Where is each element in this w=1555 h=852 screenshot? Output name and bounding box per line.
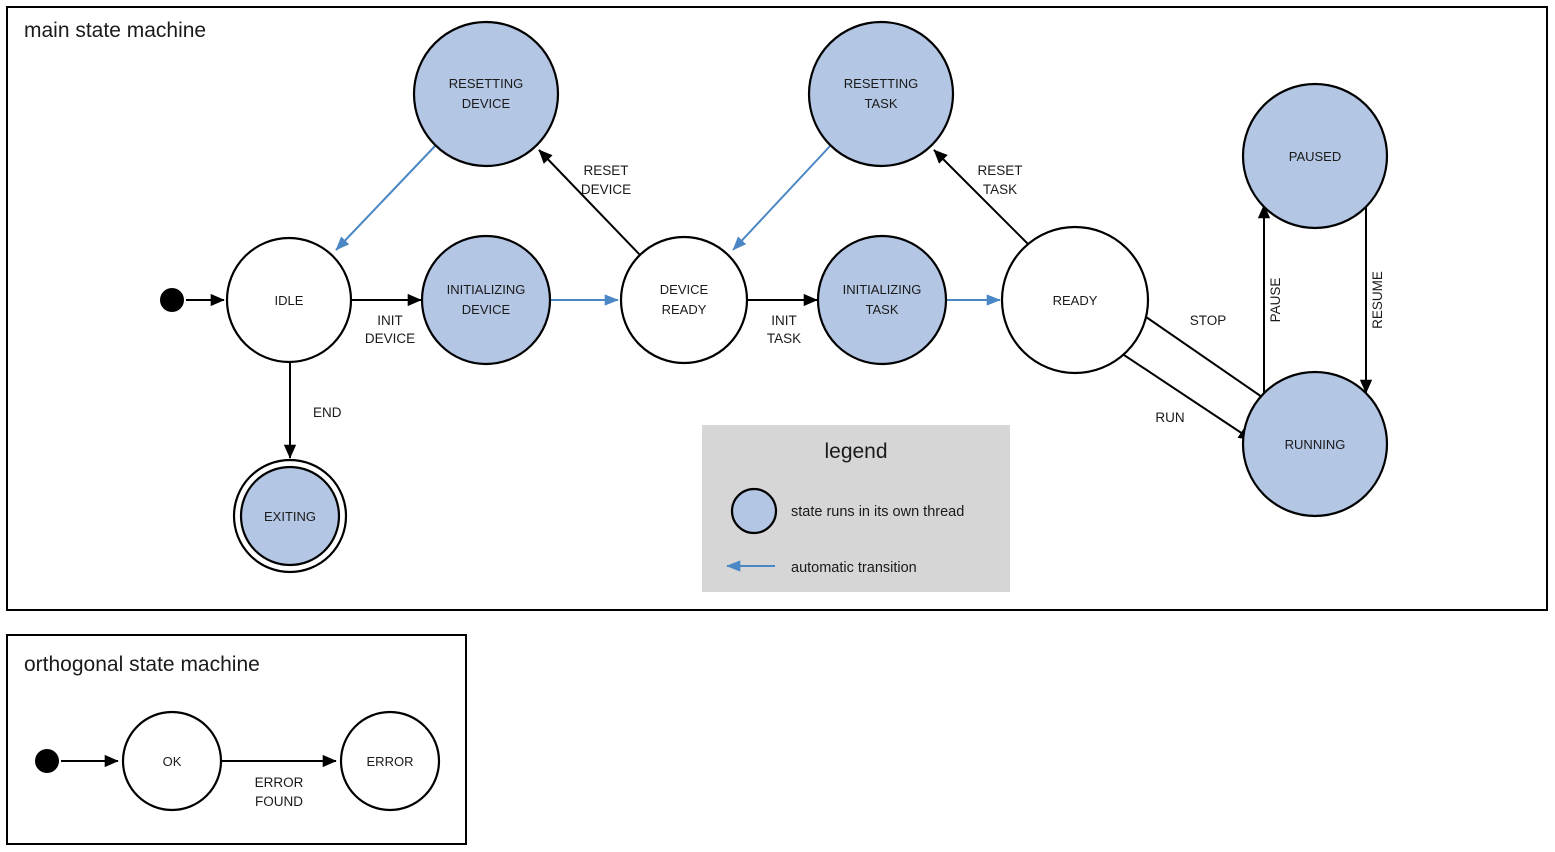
state-node-device-ready[interactable]: DEVICE READY — [619, 235, 749, 365]
initial-state-dot-orthogonal — [35, 749, 59, 773]
initial-state-dot-main — [160, 288, 184, 312]
transition-label-reset-device-line1: RESET — [583, 163, 628, 178]
main-frame-title: main state machine — [24, 19, 206, 42]
transition-label-resume: RESUME — [1370, 271, 1385, 329]
state-label-device-ready-line1: DEVICE — [660, 282, 709, 297]
state-label-resetting-task-line2: TASK — [865, 96, 898, 111]
transition-label-reset-task-line1: RESET — [977, 163, 1022, 178]
state-label-initializing-task-line2: TASK — [866, 302, 899, 317]
state-label-initializing-device-line2: DEVICE — [462, 302, 511, 317]
transition-label-init-device-line2: DEVICE — [365, 331, 415, 346]
state-label-exiting: EXITING — [264, 509, 316, 524]
legend-thread-state-swatch — [730, 487, 778, 535]
state-label-initializing-task-line1: INITIALIZING — [843, 282, 922, 297]
edge-device-ready-to-resetting-device — [538, 149, 642, 257]
transition-label-error-found-line2: FOUND — [255, 794, 303, 809]
transition-label-stop: STOP — [1190, 313, 1227, 328]
legend: legend state runs in its own thread auto… — [702, 425, 1010, 592]
transition-label-reset-device-line2: DEVICE — [581, 182, 631, 197]
state-label-running: RUNNING — [1285, 437, 1346, 452]
state-label-idle: IDLE — [275, 293, 304, 308]
legend-auto-transition-text: automatic transition — [791, 560, 917, 576]
state-node-resetting-device[interactable]: RESETTING DEVICE — [412, 20, 560, 168]
transition-label-reset-task-line2: TASK — [983, 182, 1017, 197]
edge-ready-to-resetting-task — [933, 149, 1038, 254]
edge-resetting-task-to-device-ready — [732, 144, 832, 251]
transition-label-init-task-line2: TASK — [767, 331, 801, 346]
state-label-resetting-device-line2: DEVICE — [462, 96, 511, 111]
transition-label-end: END — [313, 405, 342, 420]
state-label-ok: OK — [163, 754, 182, 769]
edge-running-to-ready-stop — [1132, 307, 1263, 398]
state-label-ready: READY — [1053, 293, 1098, 308]
state-node-exiting[interactable]: EXITING — [232, 458, 348, 574]
legend-title: legend — [824, 440, 887, 463]
main-state-machine-frame — [6, 6, 1548, 611]
state-node-initializing-task[interactable]: INITIALIZING TASK — [816, 234, 948, 366]
state-label-resetting-device-line1: RESETTING — [449, 76, 523, 91]
state-label-error: ERROR — [367, 754, 414, 769]
state-node-paused[interactable]: PAUSED — [1241, 82, 1389, 230]
state-node-idle[interactable]: IDLE — [225, 236, 353, 364]
state-node-running[interactable]: RUNNING — [1241, 370, 1389, 518]
state-node-ok[interactable]: OK — [121, 710, 223, 812]
state-node-error[interactable]: ERROR — [339, 710, 441, 812]
edge-ready-to-running-run — [1117, 350, 1253, 441]
state-node-resetting-task[interactable]: RESETTING TASK — [807, 20, 955, 168]
legend-thread-state-text: state runs in its own thread — [791, 504, 964, 520]
transition-label-run: RUN — [1155, 410, 1184, 425]
transition-label-init-task-line1: INIT — [771, 313, 797, 328]
transition-label-pause: PAUSE — [1268, 278, 1283, 323]
state-node-initializing-device[interactable]: INITIALIZING DEVICE — [420, 234, 552, 366]
orthogonal-frame-title: orthogonal state machine — [24, 653, 260, 676]
state-label-initializing-device-line1: INITIALIZING — [447, 282, 526, 297]
state-label-paused: PAUSED — [1289, 149, 1342, 164]
state-label-device-ready-line2: READY — [662, 302, 707, 317]
transition-label-error-found-line1: ERROR — [255, 775, 304, 790]
transition-label-init-device-line1: INIT — [377, 313, 403, 328]
edge-resetting-device-to-idle — [335, 144, 437, 251]
orthogonal-state-machine-frame — [6, 634, 467, 845]
state-label-resetting-task-line1: RESETTING — [844, 76, 918, 91]
state-node-ready[interactable]: READY — [1000, 225, 1150, 375]
